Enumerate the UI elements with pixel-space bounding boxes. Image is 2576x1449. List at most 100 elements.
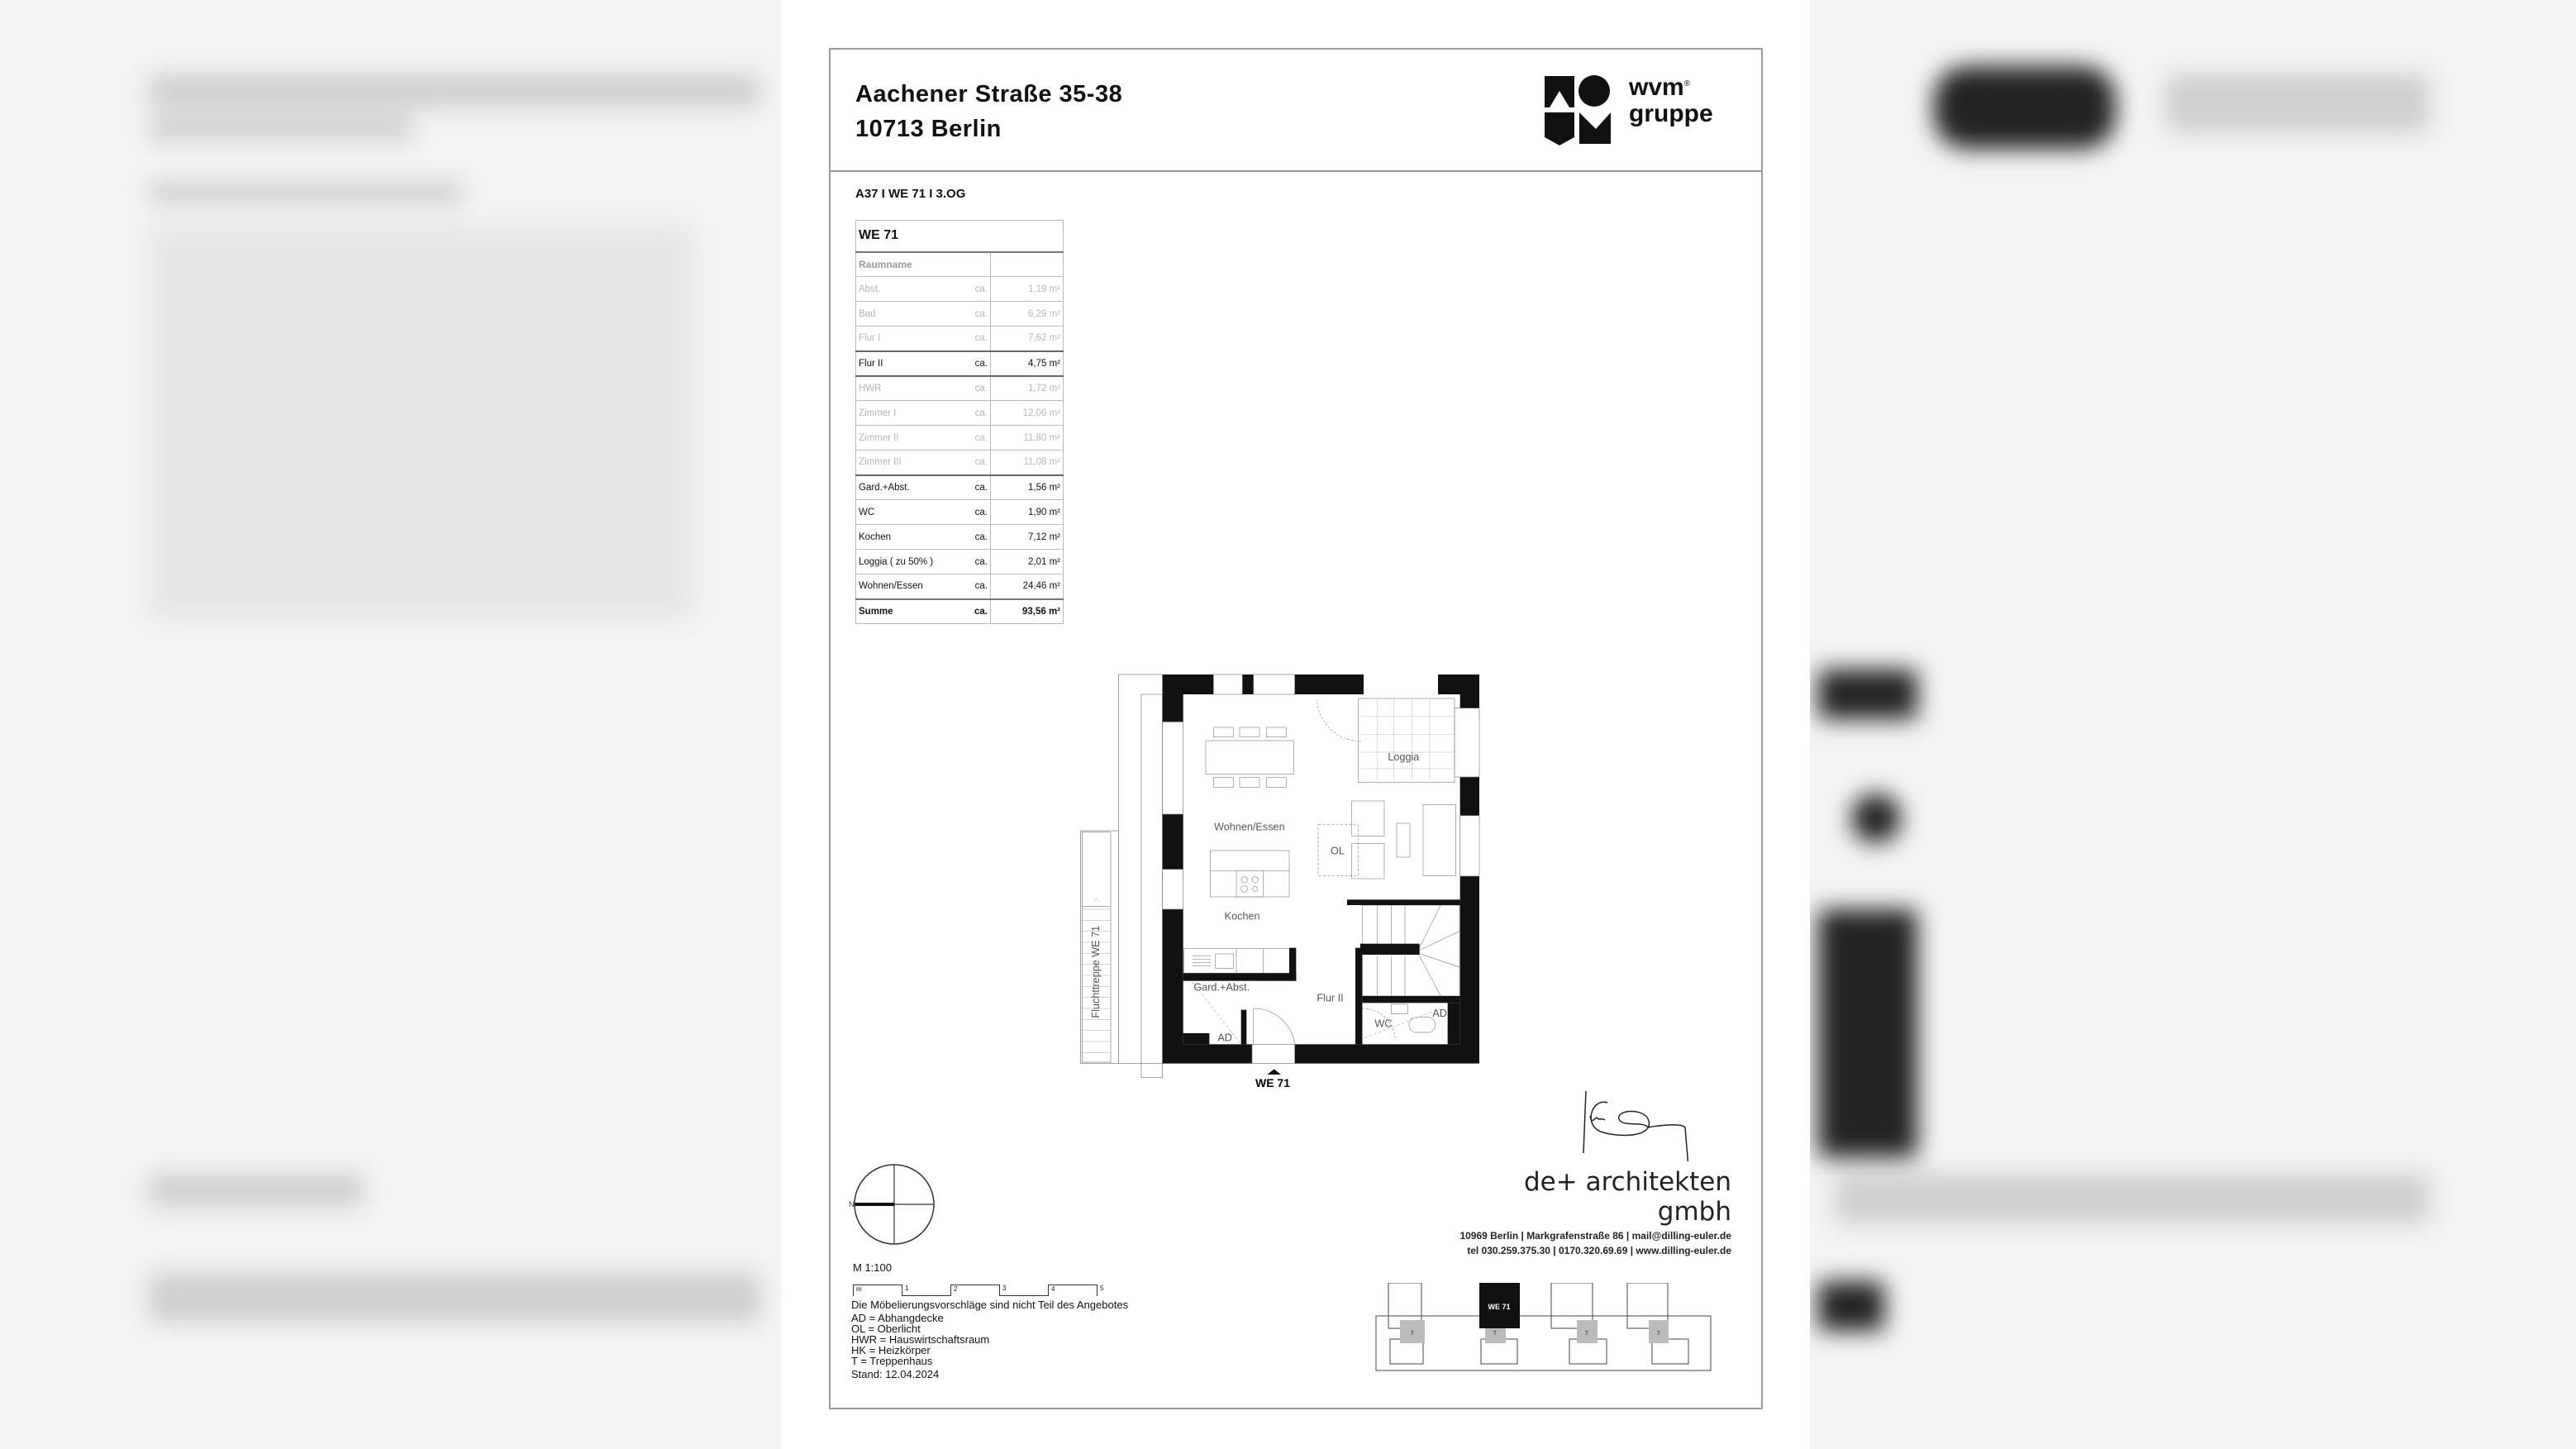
cell-area: 1,19 m² (990, 276, 1064, 302)
cell-name: Wohnen/Essen (855, 574, 971, 599)
keyplan-stair-label: T (1411, 1332, 1414, 1337)
cell-name: Flur I (855, 326, 971, 351)
table-row: Abst.ca.1,19 m² (855, 276, 1064, 302)
sheet-header: Aachener Straße 35-38 10713 Berlin wvm® … (831, 50, 1761, 172)
cell-name: Zimmer III (855, 450, 971, 475)
cell-ca: ca. (970, 301, 991, 327)
legend-item: OL = Oberlicht (851, 1323, 921, 1335)
cell-area: 11,80 m² (990, 425, 1064, 450)
unit-line: A37 I WE 71 I 3.OG (855, 187, 966, 201)
cell-area: 7,62 m² (990, 326, 1064, 351)
wvm-logo-text: wvm® gruppe (1629, 71, 1713, 127)
room-label-wohnen: Wohnen/Essen (1214, 821, 1285, 832)
cell-ca: ca. (970, 326, 991, 351)
table-row: Loggia ( zu 50% )ca.2,01 m² (855, 549, 1064, 574)
label-ad: AD (1217, 1032, 1232, 1043)
sum-ca: ca. (970, 598, 991, 624)
cell-ca: ca. (970, 549, 991, 574)
legend-note: Die Möbelierungsvorschläge sind nicht Te… (851, 1299, 1129, 1311)
keyplan-unit-highlight (1479, 1283, 1520, 1328)
cell-name: HWR (855, 374, 971, 401)
table-row-sum: Summe ca. 93,56 m² (855, 598, 1064, 624)
scale-tick: 5 (1097, 1285, 1107, 1296)
scale-tick: 2 (950, 1285, 999, 1296)
cell-ca: ca. (970, 574, 991, 599)
cell-area: 12,06 m² (990, 400, 1064, 426)
label-fluchttreppe: Fluchttreppe WE 71 (1090, 926, 1102, 1018)
cell-name: Zimmer II (855, 425, 971, 450)
table-title: WE 71 (855, 220, 1064, 253)
floor-plan-sheet: Aachener Straße 35-38 10713 Berlin wvm® … (829, 48, 1763, 1409)
floor-plan: Wohnen/Essen Kochen Loggia OL Flur II Ga… (1080, 674, 1480, 1089)
architect-line1: 10969 Berlin | Markgrafenstraße 86 | mai… (1459, 1230, 1731, 1242)
keyplan-stair-label: T (1657, 1332, 1660, 1337)
legend: Die Möbelierungsvorschläge sind nicht Te… (851, 1299, 1128, 1380)
room-label-flur: Flur II (1317, 993, 1343, 1004)
cell-ca: ca. (970, 400, 991, 426)
sum-area: 93,56 m² (990, 598, 1064, 624)
cell-name: WC (855, 499, 971, 525)
cell-area: 11,08 m² (990, 450, 1064, 475)
cell-name: Kochen (855, 524, 971, 550)
cell-ca: ca. (970, 524, 991, 550)
architect-name: de+ architekten gmbh (1524, 1167, 1731, 1227)
cell-area: 6,29 m² (990, 301, 1064, 327)
cell-ca: ca. (970, 425, 991, 450)
svg-text:N: N (849, 1200, 855, 1208)
cell-name: Abst. (855, 276, 971, 302)
scale-tick: 3 (999, 1285, 1048, 1296)
sum-label: Summe (855, 598, 971, 624)
scale-tick: m (853, 1285, 902, 1296)
architect-line2: tel 030.259.375.30 | 0170.320.69.69 | ww… (1467, 1245, 1731, 1256)
scale-label: M 1:100 (853, 1261, 892, 1274)
cell-area: 7,12 m² (990, 524, 1064, 550)
keyplan-unit-label: WE 71 (1488, 1303, 1510, 1311)
cell-area: 1,90 m² (990, 499, 1064, 525)
legend-item: AD = Abhangdecke (851, 1312, 944, 1324)
architect-block: de+ architekten gmbh 10969 Berlin | Mark… (1442, 1167, 1731, 1256)
signature (1583, 1091, 1689, 1161)
cell-name: Zimmer I (855, 400, 971, 426)
keyplan-stair-label: T (1585, 1332, 1588, 1337)
cell-area: 1,56 m² (990, 474, 1064, 500)
scale-tick: 1 (902, 1285, 950, 1296)
cell-area: 4,75 m² (990, 350, 1064, 376)
cell-name: Gard.+Abst. (855, 474, 971, 500)
cell-name: Bad (855, 301, 971, 327)
cell-ca: ca. (970, 474, 991, 500)
cell-ca: ca. (970, 499, 991, 525)
logo-text-top: wvm (1629, 74, 1684, 101)
legend-item: HWR = Hauswirtschaftsraum (851, 1333, 990, 1346)
logo-text-bottom: gruppe (1629, 100, 1713, 127)
address-city: 10713 Berlin (855, 116, 1002, 142)
cell-ca: ca. (970, 374, 991, 401)
key-plan: WE 71 T T T T (1375, 1283, 1712, 1371)
room-label-gard: Gard.+Abst. (1193, 982, 1250, 994)
table-header: Raumname (855, 251, 991, 277)
keyplan-stair-label: T (1493, 1332, 1497, 1337)
table-row: Gard.+Abst.ca.1,56 m² (855, 474, 1064, 500)
entry-label: WE 71 (1255, 1076, 1290, 1089)
room-label-loggia: Loggia (1388, 751, 1420, 763)
cell-area: 1,72 m² (990, 374, 1064, 401)
label-ol: OL (1331, 845, 1345, 856)
wvm-logo-icon (1545, 75, 1611, 145)
cell-ca: ca. (970, 350, 991, 376)
cell-ca: ca. (970, 276, 991, 302)
cell-area: 2,01 m² (990, 549, 1064, 574)
cell-name: Loggia ( zu 50% ) (855, 549, 971, 574)
legend-item: T = Treppenhaus (851, 1355, 933, 1367)
address-street: Aachener Straße 35-38 (855, 81, 1123, 107)
